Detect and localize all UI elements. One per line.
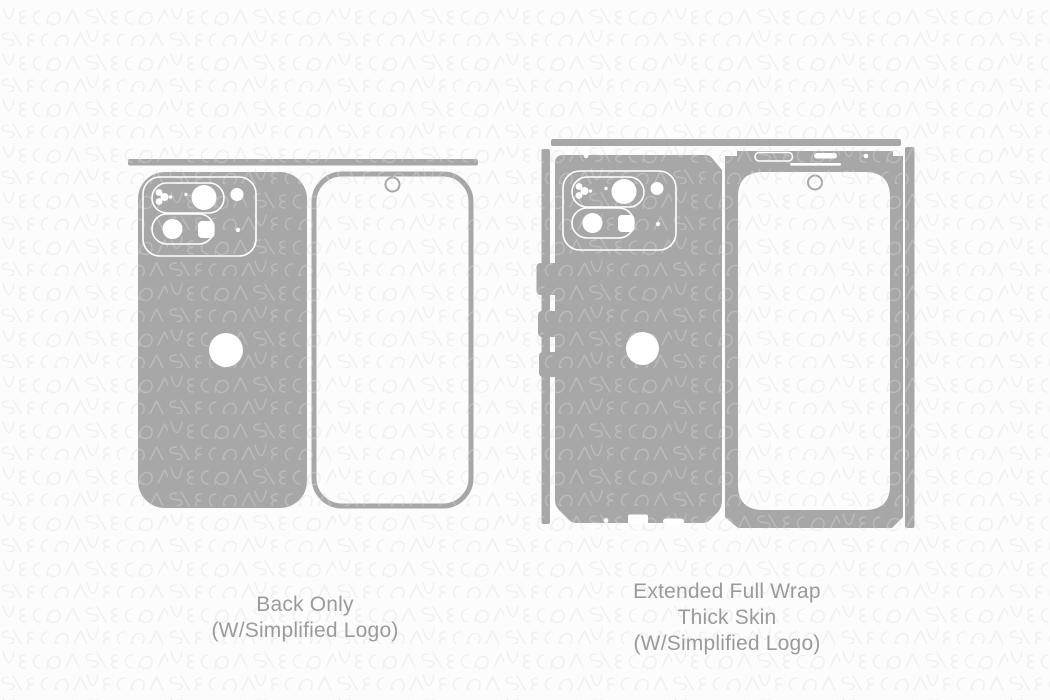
caption-line: Back Only	[256, 593, 354, 616]
caption-line: Extended Full Wrap	[633, 580, 821, 603]
back-only-caption: Back Only (W/Simplified Logo)	[155, 592, 455, 644]
extended-full-wrap-caption: Extended Full Wrap Thick Skin (W/Simplif…	[577, 579, 877, 657]
caption-line: Thick Skin	[677, 606, 777, 629]
caption-line: (W/Simplified Logo)	[633, 632, 821, 655]
caption-line: (W/Simplified Logo)	[211, 619, 399, 642]
